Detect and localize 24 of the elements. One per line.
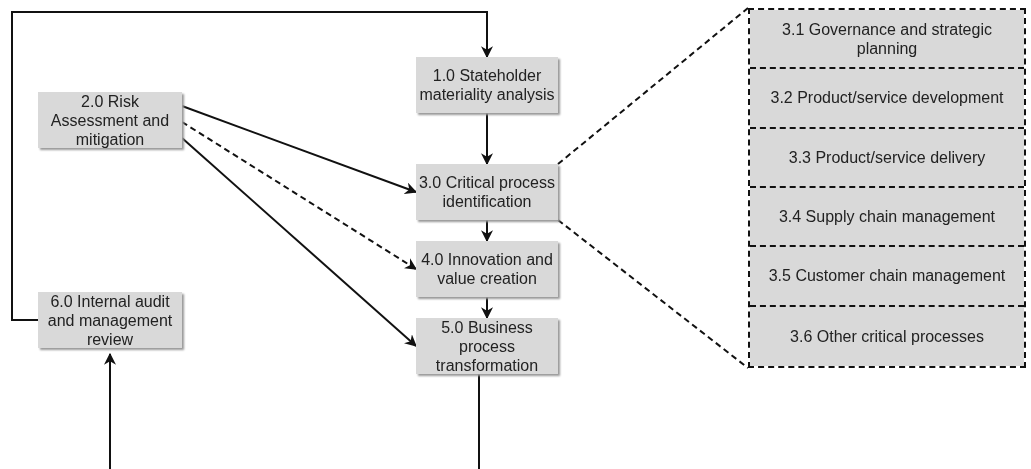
process-box: 3.4 Supply chain management [750, 188, 1024, 248]
arrow [481, 296, 493, 320]
arrow [181, 137, 417, 347]
arrow [104, 352, 116, 469]
process-box: 3.2 Product/service development [750, 69, 1024, 129]
process-box: 4.0 Innovation and value creation [416, 241, 558, 297]
connector-line [557, 7, 749, 165]
arrow [481, 219, 493, 243]
process-box: 5.0 Business process transformation [416, 318, 558, 374]
process-box: 3.3 Product/service delivery [750, 128, 1024, 188]
process-box: 6.0 Internal audit and management review [38, 292, 182, 348]
process-box: 3.6 Other critical processes [750, 306, 1024, 366]
connector-line [478, 373, 480, 469]
process-box: 3.5 Customer chain management [750, 247, 1024, 307]
arrow [481, 112, 493, 166]
arrow [181, 121, 417, 270]
arrow [181, 105, 418, 194]
process-box: 3.1 Governance and strategic planning [750, 10, 1024, 70]
process-box: 3.0 Critical process identification [416, 164, 558, 220]
arrow [11, 11, 493, 321]
connector-line [557, 219, 749, 369]
process-box: 1.0 Stateholder materiality analysis [416, 57, 558, 113]
detail-panel [748, 8, 1026, 368]
process-box: 2.0 Risk Assessment and mitigation [38, 92, 182, 148]
